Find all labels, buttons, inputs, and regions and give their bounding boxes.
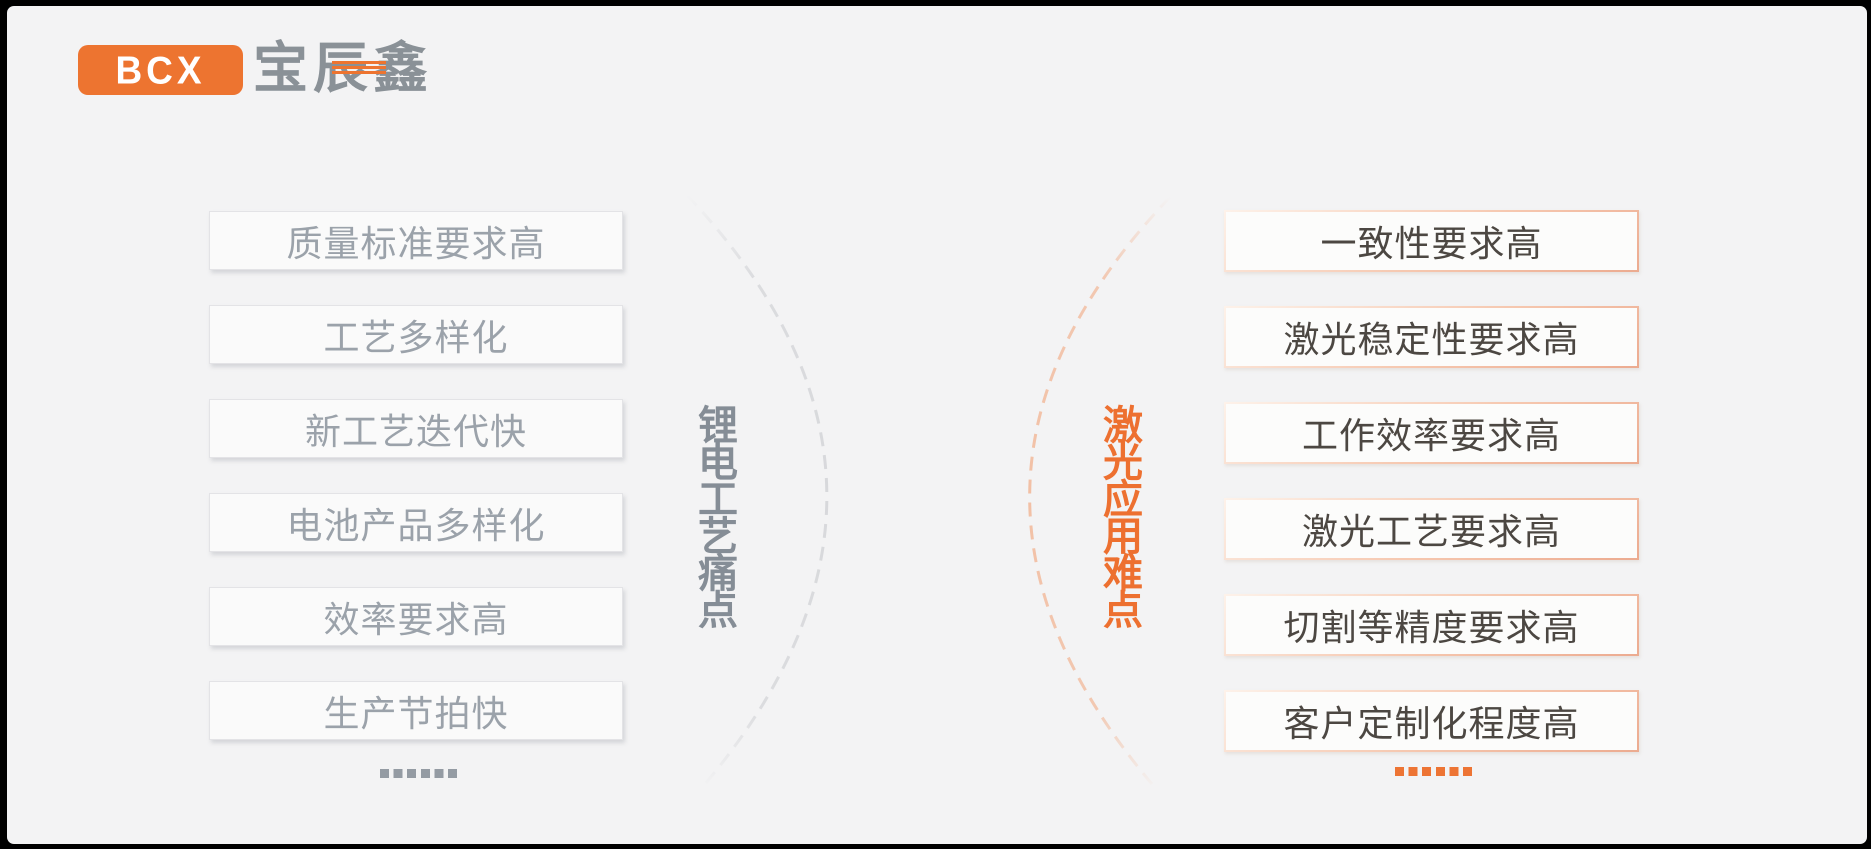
laser-difficulty-item: 工作效率要求高 <box>1224 402 1639 464</box>
logo-badge-text: BCX <box>115 48 206 92</box>
pain-point-item: 效率要求高 <box>209 587 623 646</box>
more-indicator-left: ...... <box>380 769 457 778</box>
slide-background: BCX 宝辰鑫 质量标准要求高 工艺多样化 新工艺迭代快 电池产品多样化 效率要… <box>7 6 1867 844</box>
more-indicator-right: ...... <box>1395 767 1472 776</box>
left-section-title: 锂电工艺痛点 <box>692 404 736 626</box>
laser-difficulties-list: 一致性要求高 激光稳定性要求高 工作效率要求高 激光工艺要求高 切割等精度要求高… <box>1224 210 1639 752</box>
laser-difficulty-item: 一致性要求高 <box>1224 210 1639 272</box>
pain-points-list: 质量标准要求高 工艺多样化 新工艺迭代快 电池产品多样化 效率要求高 生产节拍快 <box>209 211 623 740</box>
laser-difficulty-item: 客户定制化程度高 <box>1224 690 1639 752</box>
laser-difficulty-item: 激光稳定性要求高 <box>1224 306 1639 368</box>
pain-point-item: 质量标准要求高 <box>209 211 623 270</box>
right-section-title: 激光应用难点 <box>1097 404 1141 626</box>
logo-company-name: 宝辰鑫 <box>253 37 434 99</box>
laser-difficulty-item: 激光工艺要求高 <box>1224 498 1639 560</box>
pain-point-item: 新工艺迭代快 <box>209 399 623 458</box>
logo-badge: BCX <box>78 45 243 95</box>
pain-point-item: 生产节拍快 <box>209 681 623 740</box>
pain-point-item: 电池产品多样化 <box>209 493 623 552</box>
laser-difficulty-item: 切割等精度要求高 <box>1224 594 1639 656</box>
pain-point-item: 工艺多样化 <box>209 305 623 364</box>
